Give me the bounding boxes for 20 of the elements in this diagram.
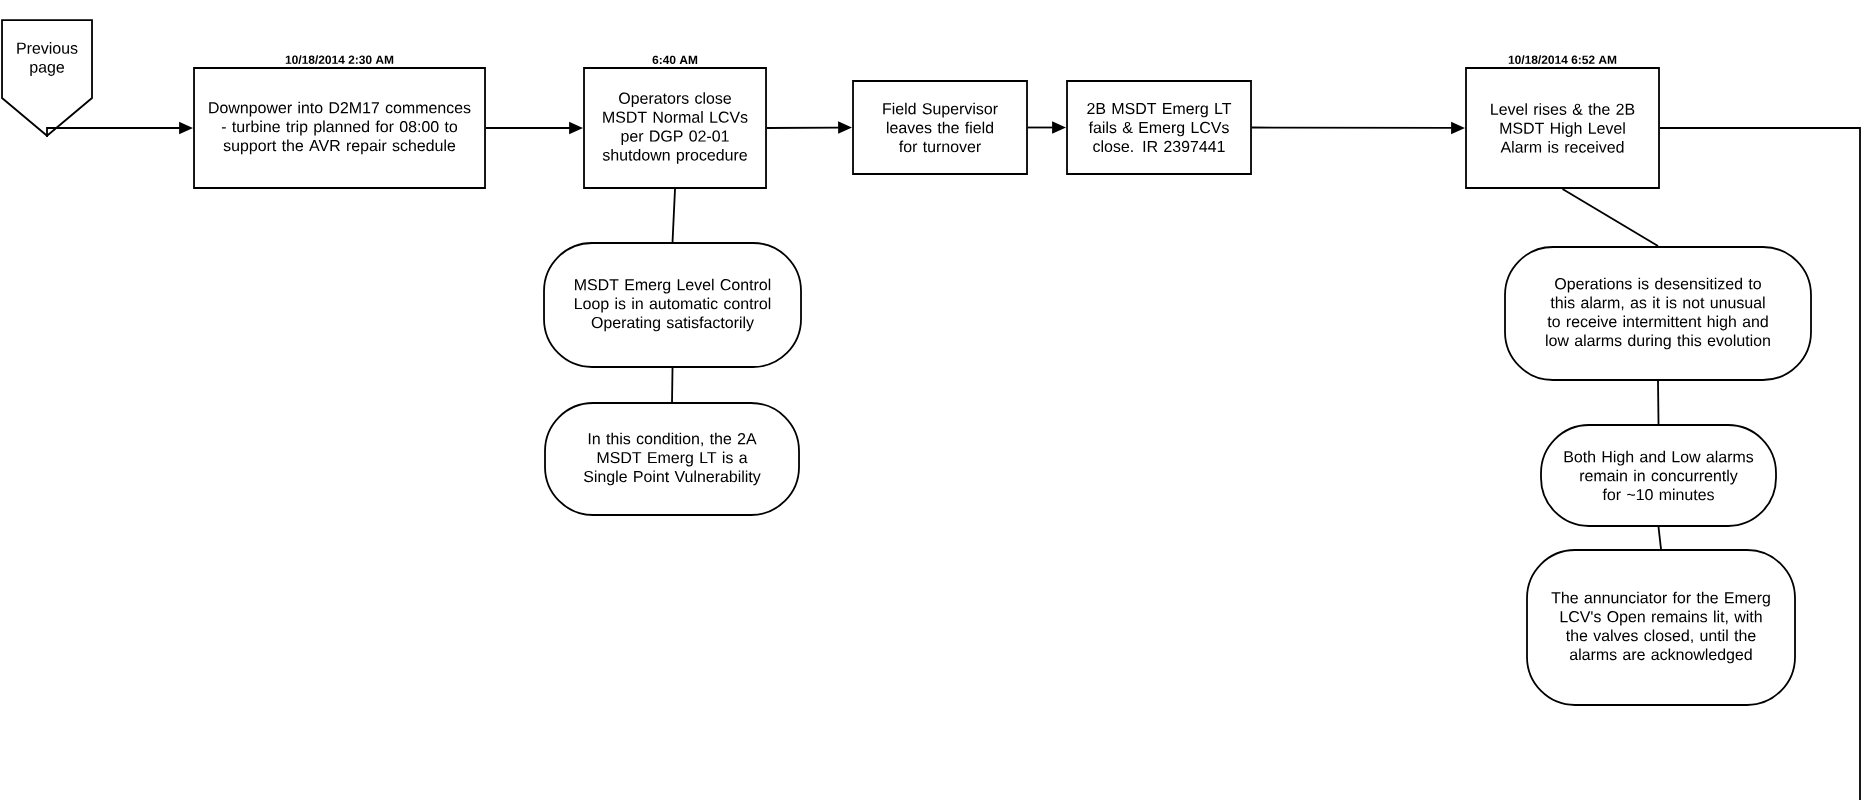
rounded-box: Operations is desensitized to this alarm, as it is not unusual to receive intermittent high and low alarms during this evolution: [1504, 246, 1812, 381]
connector: [671, 367, 674, 403]
process-box: Level rises & the 2B MSDT High Level Alarm is received: [1465, 67, 1660, 189]
rounded-box: Both High and Low alarms remain in concurrently for ~10 minutes: [1540, 424, 1777, 527]
timestamp: 6:40 AM: [652, 55, 698, 65]
timestamp: 10/18/2014 6:52 AM: [1508, 55, 1617, 65]
process-box: 2B MSDT Emerg LT fails & Emerg LCVs close. IR 2397441: [1066, 80, 1252, 175]
rounded-box: MSDT Emerg Level Control Loop is in automatic control Operating satisfactorily: [543, 242, 802, 368]
connector: [1659, 127, 1861, 801]
process-box: Operators close MSDT Normal LCVs per DGP 02-01 shutdown procedure: [583, 67, 767, 189]
off-page-connector: Previous page: [1, 19, 93, 137]
timestamp: 10/18/2014 2:30 AM: [285, 55, 394, 65]
connector: [671, 188, 676, 243]
connector: [1657, 526, 1662, 550]
rounded-box: The annunciator for the Emerg LCV's Open remains lit, with the valves closed, until the alarms are acknowledged: [1526, 549, 1796, 706]
rounded-box: In this condition, the 2A MSDT Emerg LT is a Single Point Vulnerability: [544, 402, 800, 516]
process-box: Downpower into D2M17 commences - turbine trip planned for 08:00 to support the AVR repair schedule: [193, 67, 486, 189]
connector: [1561, 188, 1659, 247]
process-box: Field Supervisor leaves the field for turnover: [852, 80, 1028, 175]
connector: [1657, 380, 1660, 425]
